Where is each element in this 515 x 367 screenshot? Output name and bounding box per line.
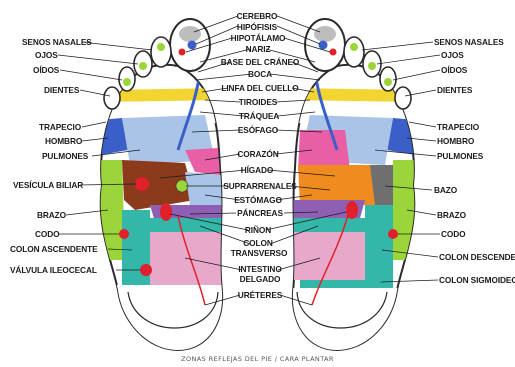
right-hipofisis-spot <box>319 41 328 50</box>
left-codo-dot <box>119 229 129 239</box>
right-label-colon-descendente: COLON DESCENDENTE <box>439 252 515 262</box>
right-codo-dot <box>388 229 398 239</box>
left-foot <box>98 19 230 355</box>
right-label-colon-sigmoideo: COLON SIGMOIDEO <box>439 275 515 285</box>
label-pancreas: PÁNCREAS <box>237 208 283 218</box>
right-colon-transverso-zone <box>293 218 365 232</box>
left-hipotalamo-spot <box>179 49 186 56</box>
right-toe-5 <box>395 87 411 109</box>
left-label-dientes: DIENTES <box>44 85 79 95</box>
left-label-ojos: OJOS <box>35 50 58 60</box>
left-label-vesicula-biliar: VESÍCULA BILIAR <box>13 180 83 190</box>
left-label-colon-ascendente: COLON ASCENDENTE <box>10 244 98 254</box>
left-label-codo: CODO <box>35 229 60 239</box>
left-toe-5 <box>104 87 120 109</box>
right-label-trapecio: TRAPECIO <box>437 122 479 132</box>
label-base-craneo: BASE DEL CRÁNEO <box>221 57 300 67</box>
right-toe-2 <box>344 37 364 67</box>
label-tiroides: TIROIDES <box>239 97 277 107</box>
label-linfa-cuello: LINFA DEL CUELLO <box>221 83 298 93</box>
left-label-pulmones: PULMONES <box>42 151 88 161</box>
label-estomago: ESTÓMAGO <box>234 195 282 205</box>
right-rinon-dot <box>346 201 358 219</box>
right-label-codo: CODO <box>441 229 466 239</box>
right-intestino-zone <box>293 232 365 280</box>
label-esofago: ESÓFAGO <box>238 125 278 135</box>
left-toe-2 <box>151 37 171 67</box>
left-ojos-dot <box>139 62 147 70</box>
label-hipotalamo: HIPOTÁLAMO <box>231 33 286 43</box>
left-estomago-zone <box>185 172 222 210</box>
label-suprarrenales: SUPRARRENALES <box>223 181 296 191</box>
label-corazon: CORAZÓN <box>237 149 278 159</box>
right-label-bazo: BAZO <box>434 185 457 195</box>
left-vesicula-dot <box>135 177 149 191</box>
left-cerebro-spot <box>179 26 201 42</box>
left-senos-dot <box>157 43 165 51</box>
right-label-oidos: OÍDOS <box>441 65 467 75</box>
left-brazo-zone <box>98 160 125 260</box>
label-ureteres: URÉTERES <box>238 290 282 300</box>
left-hipofisis-spot <box>188 41 197 50</box>
left-label-brazo: BRAZO <box>37 210 66 220</box>
right-colon-sigmoideo-zone <box>300 280 393 288</box>
right-label-ojos: OJOS <box>441 50 464 60</box>
caption: ZONAS REFLEJAS DEL PIE / CARA PLANTAR <box>0 355 515 363</box>
right-label-pulmones: PULMONES <box>437 151 483 161</box>
right-corazon-zone <box>298 130 350 170</box>
label-boca: BOCA <box>248 69 272 79</box>
right-senos-dot <box>350 43 358 51</box>
left-label-trapecio: TRAPECIO <box>39 122 81 132</box>
label-intestino-delgado-2: DELGADO <box>240 274 281 284</box>
right-oidos-dot <box>384 78 392 86</box>
left-label-valvula-ileocecal: VÁLVULA ILEOCECAL <box>10 265 97 275</box>
label-nariz: NARIZ <box>246 44 271 54</box>
label-traquea: TRÁQUEA <box>239 111 279 121</box>
right-hipotalamo-spot <box>330 49 337 56</box>
right-colon-descendente-zone <box>365 205 393 285</box>
label-colon-transverso-1: COLON <box>243 238 272 248</box>
left-label-oidos: OÍDOS <box>33 65 59 75</box>
left-heel-zone <box>100 285 230 355</box>
label-cerebro: CEREBRO <box>237 11 278 21</box>
right-label-senos-nasales: SENOS NASALES <box>434 37 504 47</box>
right-label-hombro: HOMBRO <box>437 136 474 146</box>
left-oidos-dot <box>123 78 131 86</box>
left-label-hombro: HOMBRO <box>45 136 82 146</box>
left-label-senos-nasales: SENOS NASALES <box>22 37 92 47</box>
label-rinon: RIÑON <box>245 225 271 235</box>
label-intestino-delgado-1: INTESTINO <box>238 264 281 274</box>
label-higado: HÍGADO <box>241 165 274 175</box>
right-brazo-zone <box>390 160 417 260</box>
right-label-brazo: BRAZO <box>437 210 466 220</box>
right-label-dientes: DIENTES <box>437 85 472 95</box>
right-estomago-zone <box>298 165 375 205</box>
label-hipofisis: HIPÓFISIS <box>237 22 277 32</box>
left-rinon-dot <box>160 203 172 221</box>
label-colon-transverso-2: TRANSVERSO <box>231 248 288 258</box>
left-valvula-dot <box>140 264 152 276</box>
right-ojos-dot <box>368 62 376 70</box>
right-foot <box>285 19 417 358</box>
right-cerebro-spot <box>314 26 336 42</box>
